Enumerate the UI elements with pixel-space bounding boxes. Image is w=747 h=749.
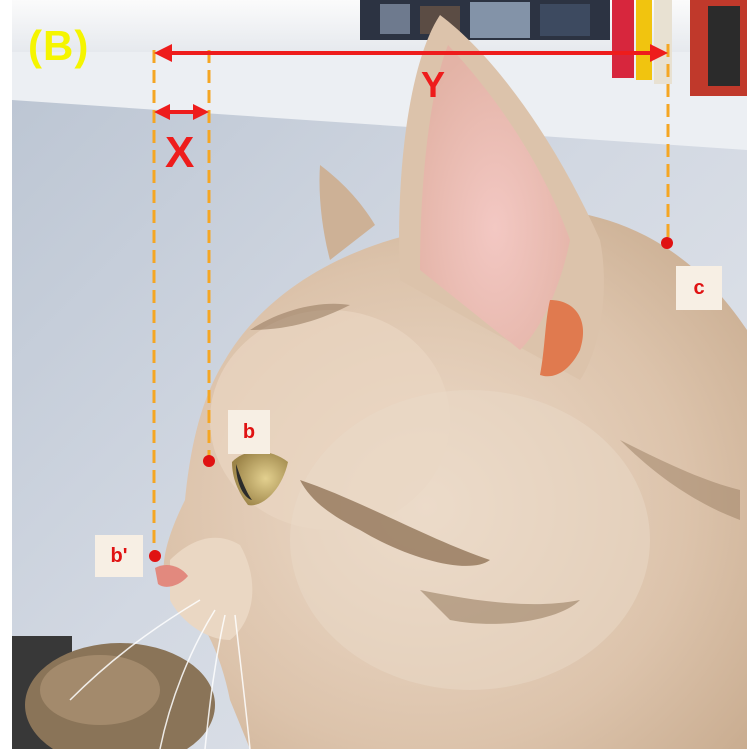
panel-label: (B) (28, 22, 90, 69)
measurement-label-y: Y (421, 64, 446, 105)
point-label-b: b (228, 410, 270, 454)
point-label-b-prime: b' (95, 535, 143, 577)
point-label-c: c (676, 266, 722, 310)
measurement-label-x: X (165, 128, 195, 177)
